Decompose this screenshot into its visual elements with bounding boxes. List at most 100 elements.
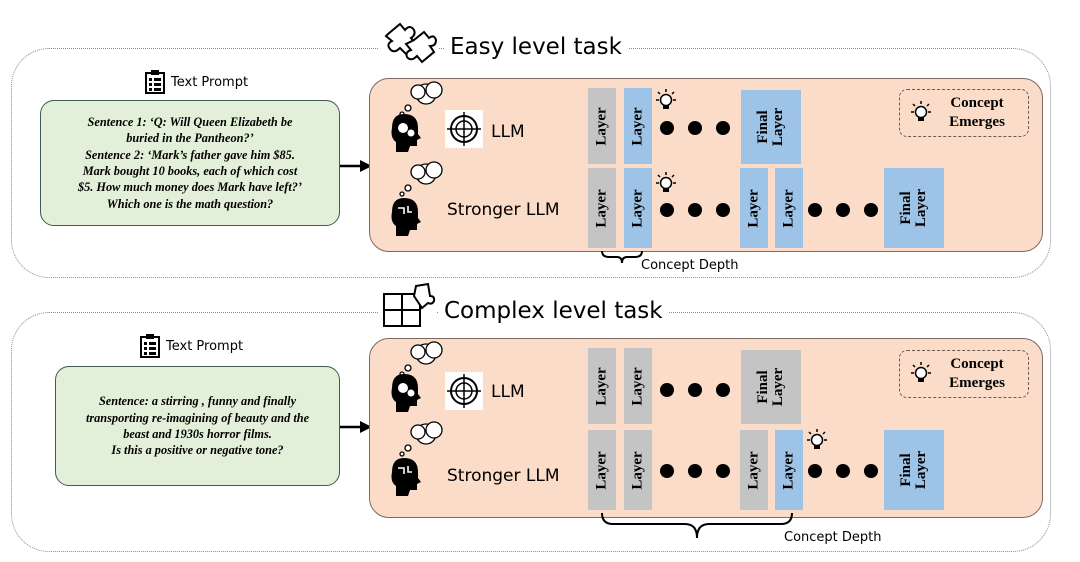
layer-block: Layer <box>588 88 616 164</box>
prompt-line: beast and 1930s horror films. <box>123 427 272 441</box>
layer-block: Layer <box>775 430 803 510</box>
complex-title: Complex level task <box>438 298 669 324</box>
prompt-line: Mark bought 10 books, each of which cost <box>82 164 298 178</box>
dot <box>688 464 702 478</box>
prompt-line: transporting re-imagining of beauty and … <box>85 410 310 425</box>
ellipsis-dots <box>660 203 730 217</box>
easy-prompt-box: Sentence 1: ‘Q: Will Queen Elizabeth be … <box>40 100 340 226</box>
layer-label: Layer <box>593 106 610 146</box>
head-circuit-icon <box>391 161 443 236</box>
lightbulb-icon <box>656 172 676 192</box>
dot <box>864 203 878 217</box>
complex-stronger-llm-label: Stronger LLM <box>447 466 560 486</box>
easy-text-prompt-label: Text Prompt <box>145 70 248 94</box>
complex-concept-depth-label: Concept Depth <box>784 530 882 545</box>
ellipsis-dots <box>660 464 730 478</box>
dot <box>716 383 730 397</box>
layer-label: Layer <box>629 450 646 490</box>
lightbulb-icon <box>911 362 931 382</box>
text-prompt-label: Text Prompt <box>166 338 244 354</box>
prompt-line: Is this a positive or negative tone? <box>111 443 284 458</box>
dot <box>660 464 674 478</box>
layer-label: Layer <box>593 450 610 490</box>
layer-label: Layer <box>745 188 762 228</box>
layer-block: Layer <box>624 348 652 424</box>
dot <box>808 203 822 217</box>
ellipsis-dots <box>808 203 878 217</box>
head-gears-icon <box>391 81 443 152</box>
easy-stronger-llm-label: Stronger LLM <box>447 200 560 220</box>
layer-block: Layer <box>624 88 652 164</box>
dot <box>808 464 822 478</box>
text-prompt-label: Text Prompt <box>171 74 249 90</box>
head-circuit-icon <box>391 421 443 496</box>
dot <box>716 464 730 478</box>
dot <box>660 203 674 217</box>
lightbulb-icon <box>807 429 827 449</box>
prompt-line: Sentence: a stirring , funny and finally <box>98 394 297 409</box>
puzzle-icon <box>378 282 436 332</box>
prompt-line: Sentence 1: ‘Q: Will Queen Elizabeth be <box>87 115 293 130</box>
complex-text-prompt-label: Text Prompt <box>140 334 243 358</box>
head-gears-icon <box>391 341 443 412</box>
brain-target-icon <box>445 110 483 148</box>
dot <box>836 464 850 478</box>
layer-label: Layer <box>629 106 646 146</box>
final-layer-label: Final Layer <box>755 107 786 147</box>
layer-label: Layer <box>593 366 610 406</box>
layer-label: Layer <box>780 188 797 228</box>
prompt-line: Which one is the math question? <box>106 196 274 211</box>
arrow-icon <box>340 160 372 172</box>
easy-llm-label: LLM <box>491 122 525 142</box>
layer-label: Layer <box>745 450 762 490</box>
concept-emerges-legend: Concept Emerges <box>899 350 1029 398</box>
ellipsis-dots <box>660 121 730 135</box>
concept-emerges-label: Concept Emerges <box>949 356 1005 391</box>
arrow-icon <box>340 421 372 433</box>
layer-block: Layer <box>624 168 652 248</box>
puzzle-icon <box>378 16 438 76</box>
final-layer-label: Final Layer <box>898 450 929 490</box>
clipboard-icon <box>145 70 165 94</box>
easy-title: Easy level task <box>444 34 628 60</box>
final-layer-block: Final Layer <box>741 90 801 164</box>
layer-block: Layer <box>588 348 616 424</box>
dot <box>660 383 674 397</box>
lightbulb-icon <box>656 89 676 109</box>
final-layer-block: Final Layer <box>884 430 944 510</box>
lightbulb-icon <box>911 101 931 121</box>
concept-depth-brace <box>601 512 793 539</box>
dot <box>864 464 878 478</box>
layer-block: Layer <box>775 168 803 248</box>
dot <box>716 203 730 217</box>
prompt-line: buried in the Pantheon?’ <box>126 131 254 146</box>
dot <box>688 383 702 397</box>
concept-emerges-label: Concept Emerges <box>949 95 1005 130</box>
layer-block: Layer <box>588 430 616 510</box>
ellipsis-dots <box>660 383 730 397</box>
layer-block: Layer <box>740 430 768 510</box>
concept-depth-brace <box>601 250 643 264</box>
prompt-line: Sentence 2: ‘Mark’s father gave him $85. <box>85 147 295 162</box>
dot <box>836 203 850 217</box>
final-layer-block: Final Layer <box>741 350 801 424</box>
layer-block: Layer <box>624 430 652 510</box>
final-layer-block: Final Layer <box>884 168 944 248</box>
prompt-line: $5. How much money does Mark have left?’ <box>77 180 303 195</box>
layer-label: Layer <box>780 450 797 490</box>
complex-prompt-box: Sentence: a stirring , funny and finally… <box>55 366 340 486</box>
layer-label: Layer <box>593 188 610 228</box>
dot <box>716 121 730 135</box>
layer-block: Layer <box>588 168 616 248</box>
final-layer-label: Final Layer <box>898 188 929 228</box>
layer-block: Layer <box>740 168 768 248</box>
dot <box>688 121 702 135</box>
ellipsis-dots <box>808 464 878 478</box>
concept-emerges-legend: Concept Emerges <box>899 89 1029 137</box>
dot <box>688 203 702 217</box>
brain-target-icon <box>445 372 483 410</box>
clipboard-icon <box>140 334 160 358</box>
layer-label: Layer <box>629 366 646 406</box>
complex-llm-label: LLM <box>491 382 525 402</box>
